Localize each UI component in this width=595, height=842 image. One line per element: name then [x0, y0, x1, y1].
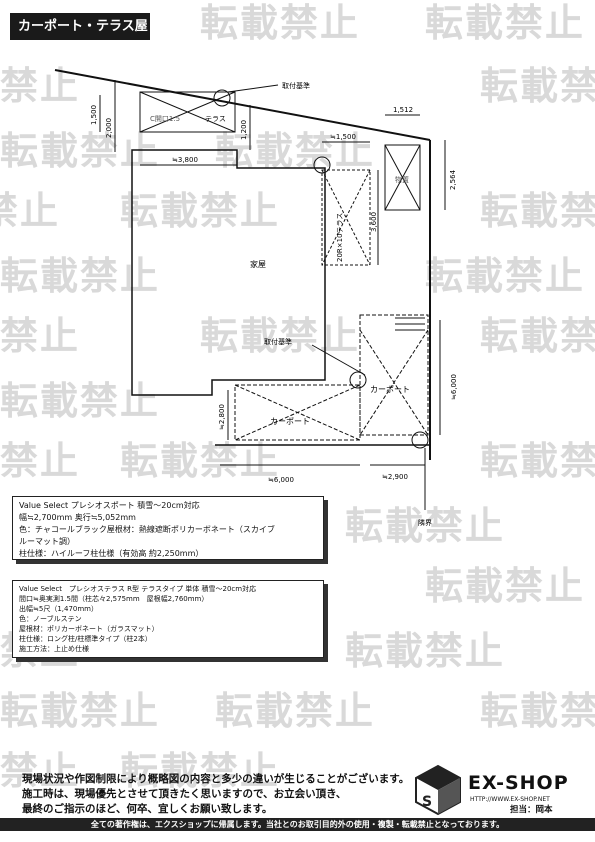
- spec-line: 間口≒奥実測1.5間（柱芯々2,575mm 屋根幅2,760mm）: [19, 595, 209, 603]
- page-title: カーポート・テラス屋根: [10, 13, 150, 61]
- watermark: 転載禁止: [120, 189, 281, 233]
- watermark: 転載禁止: [0, 189, 61, 233]
- house-label: 家屋: [250, 259, 266, 269]
- carport-right: [359, 314, 429, 436]
- spec-line: 柱仕様：ロング柱/柱標準タイプ（柱2本）: [19, 635, 152, 643]
- opening-note: C開口1.5: [150, 115, 180, 123]
- storage-box: [384, 144, 421, 211]
- notice-line: 現場状況や作図制限により概略図の内容と多少の違いが生じることがございます。: [22, 773, 410, 785]
- boundary-label: 隣界: [418, 518, 432, 527]
- watermark: 転載禁止: [0, 439, 81, 483]
- carport-lower: [234, 384, 361, 441]
- watermark: 転載禁止: [480, 689, 595, 733]
- spec-line: 色：ノーブルステン: [19, 615, 82, 623]
- watermark: 転載禁止: [0, 314, 81, 358]
- dim-1200: 1,200: [240, 120, 248, 140]
- dim-3800: ≒3,800: [172, 156, 198, 164]
- staff-name: 担当：岡本: [510, 805, 553, 815]
- watermark: 転載禁止: [200, 1, 361, 45]
- spec-line: 柱仕様：ハイルーフ柱仕様（有効高 約2,250mm）: [19, 549, 204, 558]
- carport-spec-box: Value Select プレシオスポート 積雪～20cm対応 幅≒2,700m…: [12, 496, 324, 560]
- watermark: 転載禁止: [480, 64, 595, 108]
- spec-line: 出幅≒5尺（1,470mm）: [19, 605, 99, 613]
- spec-line: 屋根材：ポリカーボネート（ガラスマット）: [19, 625, 159, 633]
- spec-line: 幅≒2,700mm 奥行≒5,052mm: [19, 513, 136, 522]
- notice-line: 施工時は、現場優先とさせて頂きたく思いますので、お立会い頂き、: [22, 788, 347, 800]
- watermark: 転載禁止: [0, 749, 81, 793]
- watermark: 転載禁止: [345, 629, 506, 673]
- watermark: 転載禁止: [480, 314, 595, 358]
- dim-3600: 3,600: [370, 212, 378, 232]
- watermark: 転載禁止: [480, 189, 595, 233]
- boundary-line: [54, 69, 431, 141]
- watermark: 転載禁止: [215, 689, 376, 733]
- spec-line: 施工方法：上止め仕様: [19, 645, 89, 653]
- watermark: 転載禁止: [480, 439, 595, 483]
- dim-2564: 2,564: [449, 169, 457, 190]
- notice-line: 最終のご指示のほど、何卒、宜しくお願い致します。: [22, 803, 273, 815]
- dim-1512: 1,512: [393, 106, 413, 114]
- dim-2800: ≒2,800: [218, 404, 226, 430]
- dim-6000v: ≒6,000: [450, 374, 458, 400]
- watermark: 転載禁止: [200, 314, 361, 358]
- logo-name: EX-SHOP: [468, 772, 569, 794]
- watermark: 転載禁止: [425, 254, 586, 298]
- spec-line: 色：チャコールブラック屋根材：熱線遮断ポリカーボネート（スカイブ: [19, 525, 275, 534]
- watermark: 転載禁止: [425, 1, 586, 45]
- watermark: 転載禁止: [215, 129, 376, 173]
- svg-text:S: S: [422, 794, 432, 810]
- terrace-20r-label: 20R×10テラス: [336, 213, 344, 262]
- watermark: 転載禁止: [120, 749, 281, 793]
- logo-url: HTTP://WWW.EX-SHOP.NET: [470, 796, 550, 803]
- dim-1500b: ≒1,500: [330, 133, 356, 141]
- carport-label: カーポート: [370, 385, 410, 394]
- terrace-20r: [321, 169, 371, 266]
- disclaimer-notice: 現場状況や作図制限により概略図の内容と多少の違いが生じることがございます。 施工…: [22, 772, 409, 817]
- terrace-label: テラス: [205, 115, 226, 123]
- dim-2000: 2,000: [105, 118, 113, 138]
- dim-6000h: ≒6,000: [268, 476, 294, 484]
- spec-line: ルーマット調）: [19, 537, 75, 546]
- ref-mark-top: 取付基準: [282, 81, 310, 90]
- dim-2900: ≒2,900: [382, 473, 408, 481]
- copyright-footer: 全ての著作権は、エクスショップに帰属します。当社とのお取引目的外の使用・複製・転…: [0, 818, 595, 831]
- dim-1500: 1,500: [90, 105, 98, 125]
- house-outline: [131, 149, 326, 396]
- terrace-top: [139, 91, 236, 133]
- watermark: 転載禁止: [345, 504, 506, 548]
- spec-line: Value Select プレシオスポート 積雪～20cm対応: [19, 501, 200, 510]
- watermark: 転載禁止: [120, 439, 281, 483]
- carport-label-lower: カーポート: [270, 417, 310, 426]
- terrace-spec-box: Value Select プレシオステラス R型 テラスタイプ 単体 積雪～20…: [12, 580, 324, 658]
- storage-label: 物置: [395, 175, 409, 184]
- spec-line: Value Select プレシオステラス R型 テラスタイプ 単体 積雪～20…: [19, 585, 257, 593]
- ex-shop-logo-icon: S: [415, 764, 461, 816]
- watermark: 転載禁止: [0, 689, 161, 733]
- watermark: 転載禁止: [425, 564, 586, 608]
- ref-mark-bottom: 取付基準: [264, 337, 292, 346]
